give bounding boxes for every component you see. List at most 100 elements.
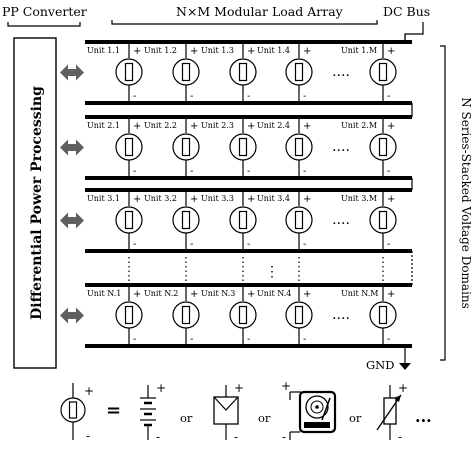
unit-label: Unit 2.3 <box>201 121 234 130</box>
unit-resistor-icon <box>124 210 134 230</box>
unit-label: Unit 1.1 <box>87 46 120 55</box>
unit-minus: - <box>387 91 390 102</box>
unit-resistor-icon <box>124 62 134 82</box>
unit-resistor-icon <box>238 305 248 325</box>
unit-minus: - <box>190 334 193 345</box>
legend-unit-plus: + <box>84 384 94 398</box>
unit-plus: + <box>303 46 311 57</box>
unit-minus: - <box>190 239 193 250</box>
unit-minus: - <box>133 239 136 250</box>
voltage-domains-label: N Series-Stacked Voltage Domains <box>459 97 473 309</box>
array-title: N×M Modular Load Array <box>176 4 344 19</box>
unit-plus: + <box>303 289 311 300</box>
legend-hard-disk-icon: + - <box>281 379 337 444</box>
row-ellipsis: .... <box>332 307 350 323</box>
unit-label: Unit 2.2 <box>144 121 177 130</box>
load-unit: Unit 3.2+- <box>144 190 200 251</box>
dpp-label: Differential Power Processing <box>29 86 45 320</box>
load-unit: Unit 1.3+- <box>201 42 257 103</box>
unit-label: Unit N.3 <box>201 289 235 298</box>
unit-circle-icon <box>369 301 397 329</box>
load-unit: Unit 3.M+- <box>341 190 397 251</box>
legend-resistor-minus: - <box>398 430 402 444</box>
unit-minus: - <box>303 91 306 102</box>
voltage-domain-bracket <box>440 45 446 361</box>
load-unit: Unit 1.1+- <box>87 42 143 103</box>
unit-resistor-icon <box>378 62 388 82</box>
unit-resistor-icon <box>294 210 304 230</box>
legend-unit-minus: - <box>86 429 90 443</box>
unit-minus: - <box>387 334 390 345</box>
unit-resistor-icon <box>181 305 191 325</box>
unit-minus: - <box>247 239 250 250</box>
dpp-link-arrow-icon <box>60 139 84 156</box>
pp-converter-label: PP Converter <box>2 4 87 19</box>
unit-label: Unit 1.M <box>341 46 377 55</box>
unit-minus: - <box>387 239 390 250</box>
gnd-arrow-icon <box>399 363 411 370</box>
dpp-link-arrow-icon <box>60 307 84 324</box>
row-bottom-bus <box>85 101 412 105</box>
unit-minus: - <box>247 334 250 345</box>
unit-label: Unit 3.3 <box>201 194 234 203</box>
legend: + - = + - or + - or <box>60 379 432 444</box>
unit-resistor-icon <box>238 137 248 157</box>
array-row: Unit 1.1+-Unit 1.2+-Unit 1.3+-Unit 1.4+-… <box>60 40 413 117</box>
unit-plus: + <box>387 121 395 132</box>
legend-or-3: or <box>349 411 362 425</box>
unit-plus: + <box>247 121 255 132</box>
load-unit: Unit N.4+- <box>257 285 313 346</box>
unit-plus: + <box>190 46 198 57</box>
unit-minus: - <box>190 166 193 177</box>
row-top-bus <box>85 188 412 192</box>
dc-bus-label: DC Bus <box>383 4 430 19</box>
unit-label: Unit 1.4 <box>257 46 290 55</box>
load-unit: Unit 1.2+- <box>144 42 200 103</box>
unit-minus: - <box>303 334 306 345</box>
unit-plus: + <box>247 289 255 300</box>
load-unit: Unit 2.2+- <box>144 117 200 178</box>
unit-resistor-icon <box>181 62 191 82</box>
legend-disk-minus: - <box>282 430 286 444</box>
array-bracket <box>111 20 378 25</box>
legend-variable-resistor-icon: + - <box>376 381 408 444</box>
unit-minus: - <box>247 166 250 177</box>
load-unit: Unit 2.4+- <box>257 117 313 178</box>
unit-minus: - <box>190 91 193 102</box>
unit-resistor-icon <box>378 137 388 157</box>
unit-label: Unit N.2 <box>144 289 178 298</box>
legend-trailing-ellipsis: ... <box>415 407 432 426</box>
unit-label: Unit 3.M <box>341 194 377 203</box>
unit-circle-icon <box>285 133 313 161</box>
unit-resistor-icon <box>181 210 191 230</box>
row-ellipsis: .... <box>332 64 350 80</box>
unit-plus: + <box>303 194 311 205</box>
dc-bus-wire <box>404 22 424 42</box>
unit-plus: + <box>303 121 311 132</box>
load-unit: Unit 1.M+- <box>341 42 397 103</box>
load-unit: Unit N.M+- <box>341 285 397 346</box>
unit-circle-icon <box>229 133 257 161</box>
unit-resistor-icon <box>124 137 134 157</box>
unit-minus: - <box>133 91 136 102</box>
unit-label: Unit 2.4 <box>257 121 290 130</box>
dpp-link-arrow-icon <box>60 212 84 229</box>
unit-label: Unit N.M <box>341 289 378 298</box>
dpp-link-arrow-icon <box>60 64 84 81</box>
unit-resistor-icon <box>124 305 134 325</box>
vertical-ellipsis-group <box>128 257 384 282</box>
load-unit: Unit 3.1+- <box>87 190 143 251</box>
unit-circle-icon <box>229 206 257 234</box>
load-unit: Unit N.3 + - <box>201 285 257 346</box>
legend-solar-panel-icon: + - <box>213 381 244 444</box>
load-unit: Unit 2.1+- <box>87 117 143 178</box>
unit-circle-icon <box>115 206 143 234</box>
array-row: Unit N.1+-Unit N.2+-Unit N.3+-Unit N.4+-… <box>60 283 412 348</box>
row-bottom-bus <box>85 249 412 253</box>
legend-disk-plus: + <box>281 379 291 393</box>
row-ellipsis: .... <box>332 139 350 155</box>
load-unit: Unit 3.4+- <box>257 190 313 251</box>
unit-circle-icon <box>172 301 200 329</box>
unit-label: Unit 3.1 <box>87 194 120 203</box>
unit-resistor-icon <box>378 210 388 230</box>
